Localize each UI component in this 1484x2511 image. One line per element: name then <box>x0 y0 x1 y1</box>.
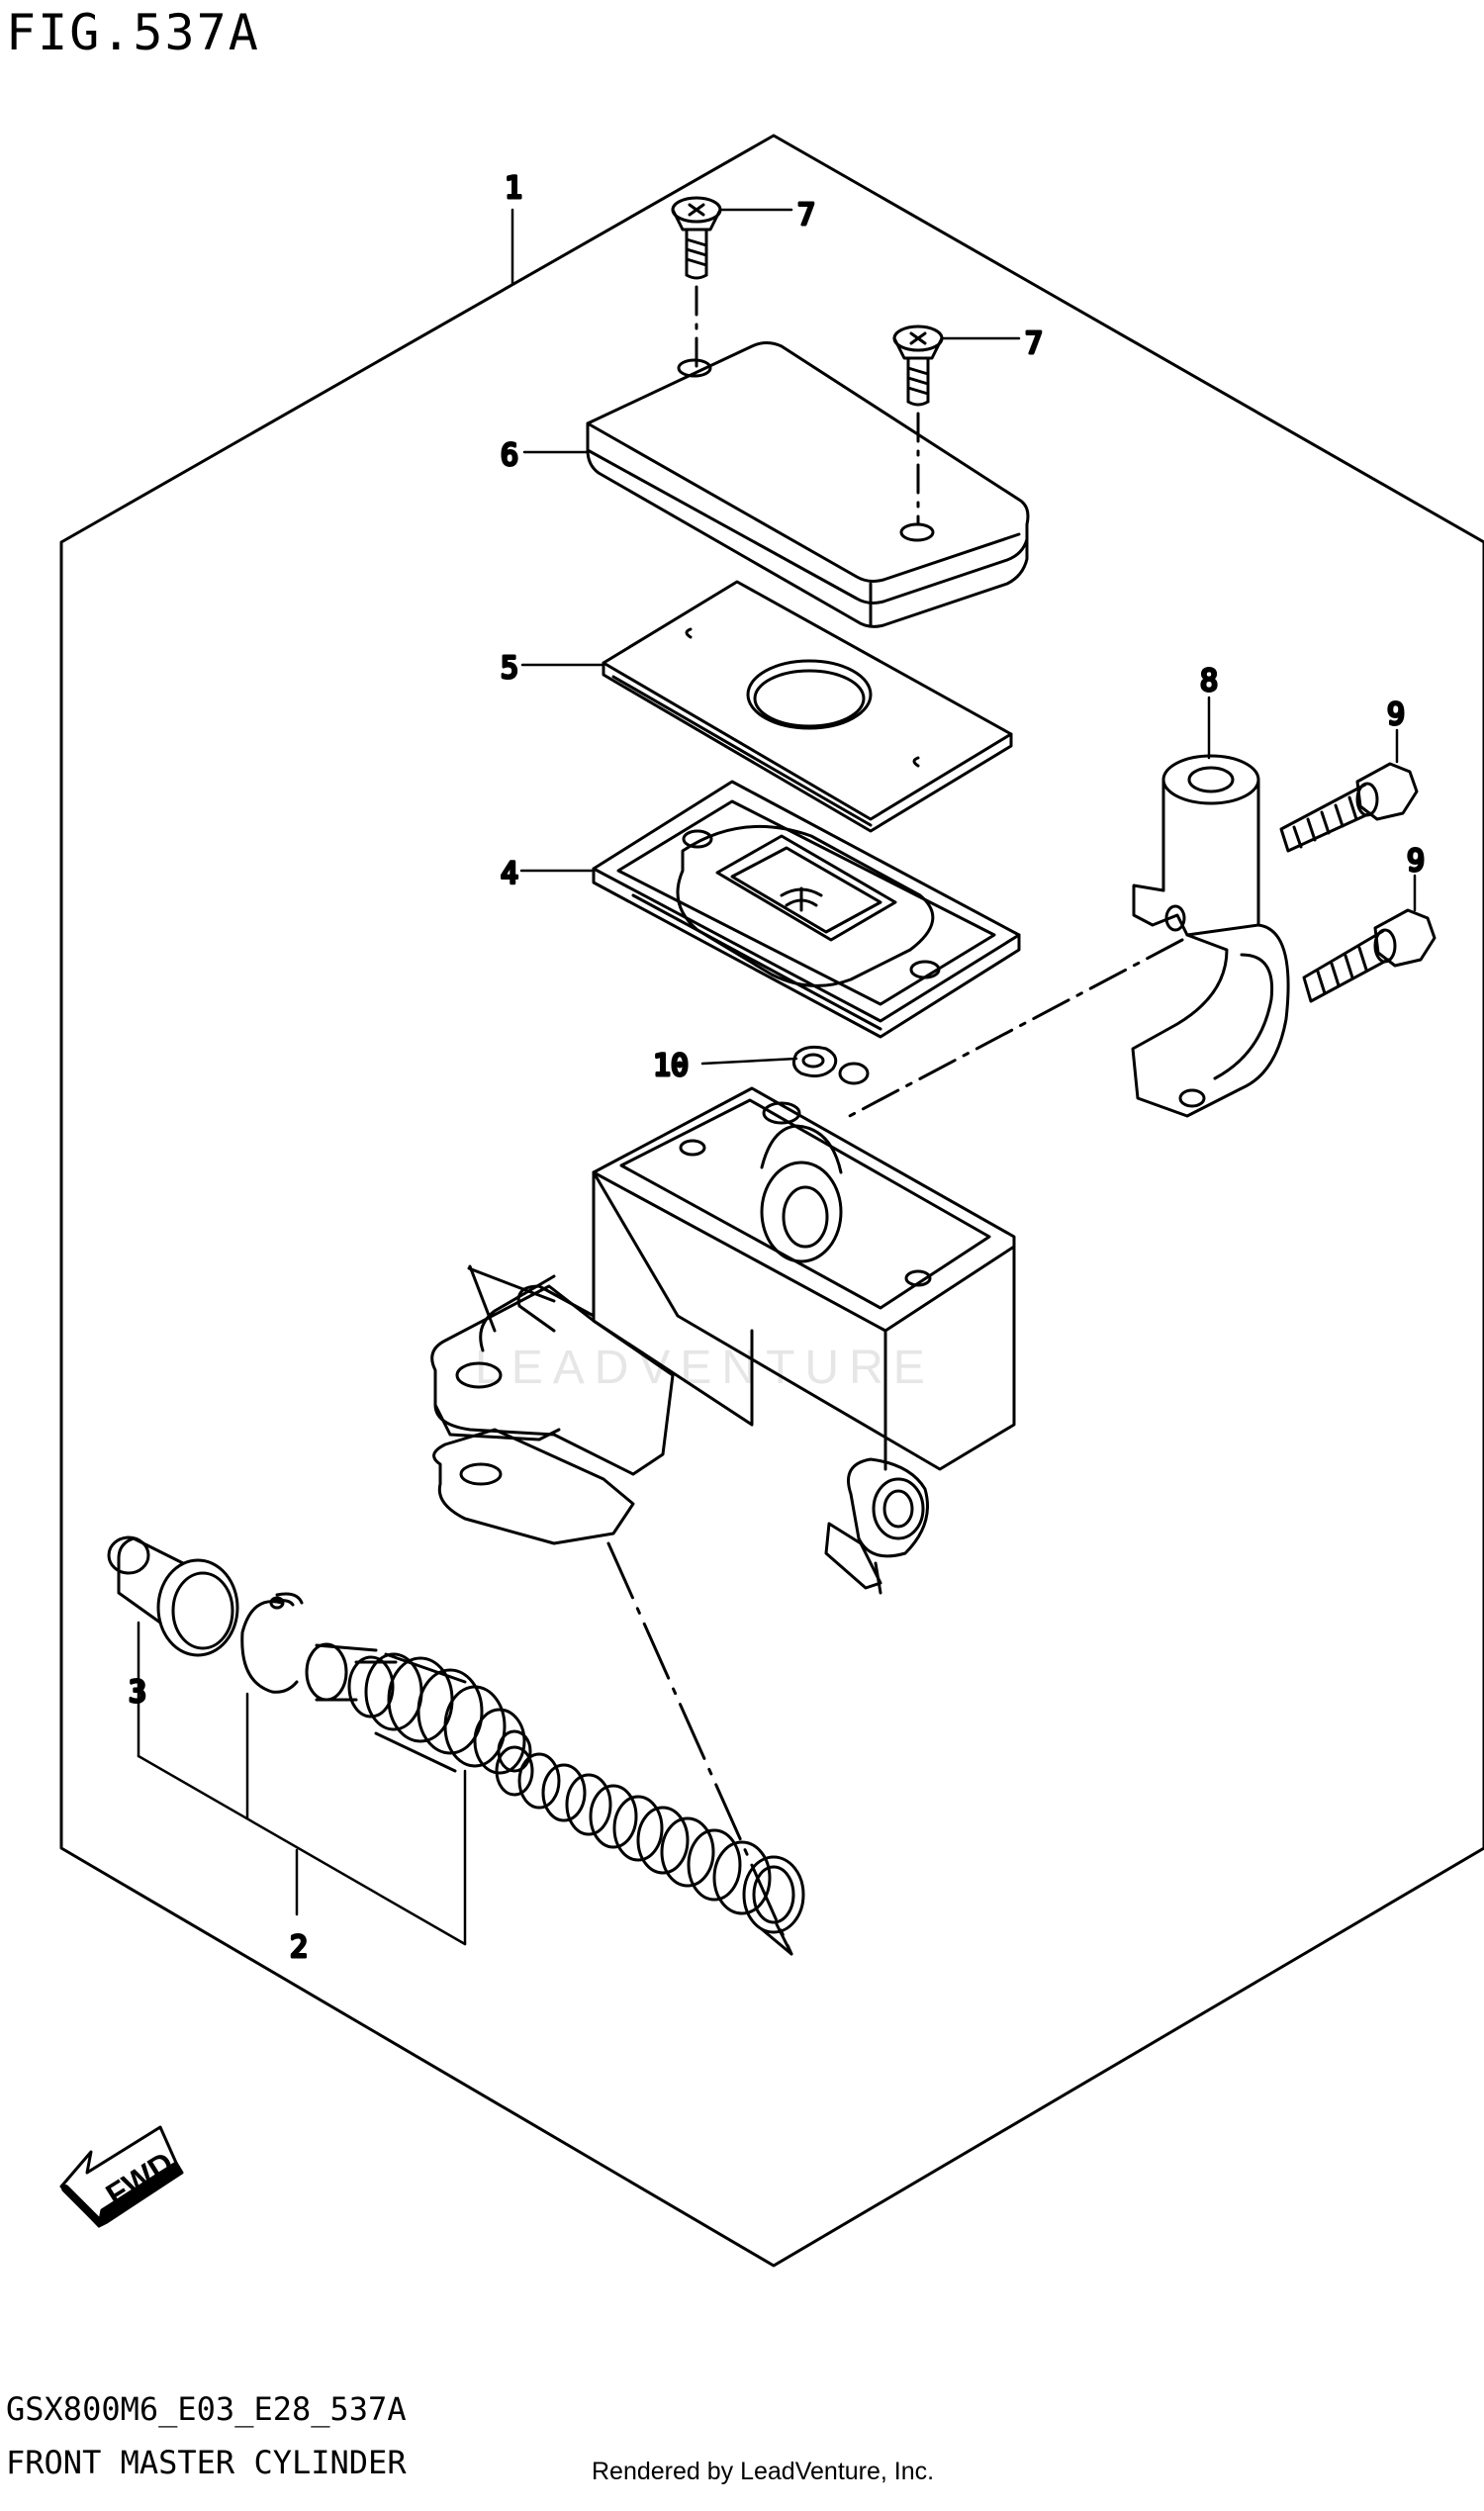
callout-10: 10 <box>653 1049 689 1083</box>
callout-4: 4 <box>501 857 518 891</box>
clamp-bolt-upper <box>1279 762 1419 853</box>
figure-title: FIG.537A <box>6 4 260 61</box>
group-2-bracket <box>137 1621 467 1946</box>
clamp-holder <box>844 754 1290 1120</box>
callout-5: 5 <box>501 651 518 686</box>
fwd-arrow-icon: FWD <box>59 2125 184 2228</box>
circlip <box>240 1592 304 1694</box>
callout-9a: 9 <box>1387 698 1405 732</box>
callout-1: 1 <box>505 171 522 206</box>
cover-screw-left <box>671 196 722 368</box>
callout-2: 2 <box>290 1930 308 1965</box>
leader-lines <box>510 208 1417 1066</box>
reservoir-cover <box>586 341 1030 628</box>
small-boot <box>791 1045 870 1085</box>
diaphragm <box>592 780 1021 1039</box>
model-code: GSX800M6_E03_E28_537A <box>6 2390 407 2428</box>
kit-boundary-hexagon <box>59 134 1484 2268</box>
master-cylinder-body <box>430 1086 1016 1956</box>
callout-6: 6 <box>501 438 518 473</box>
render-credit: Rendered by LeadVenture, Inc. <box>592 2458 935 2485</box>
dust-boot <box>107 1535 239 1657</box>
diaphragm-plate <box>602 580 1013 833</box>
callout-8: 8 <box>1200 664 1218 698</box>
piston-assembly <box>305 1642 532 1775</box>
callout-7b: 7 <box>1025 326 1043 361</box>
diagram-caption: FRONT MASTER CYLINDER <box>6 2444 407 2481</box>
callout-3: 3 <box>129 1675 146 1710</box>
callout-9b: 9 <box>1407 844 1425 879</box>
clamp-bolt-lower <box>1302 908 1437 1003</box>
return-spring <box>495 1745 805 1934</box>
callout-7a: 7 <box>797 198 815 232</box>
watermark-text: LEADVENTURE <box>475 1342 935 1394</box>
